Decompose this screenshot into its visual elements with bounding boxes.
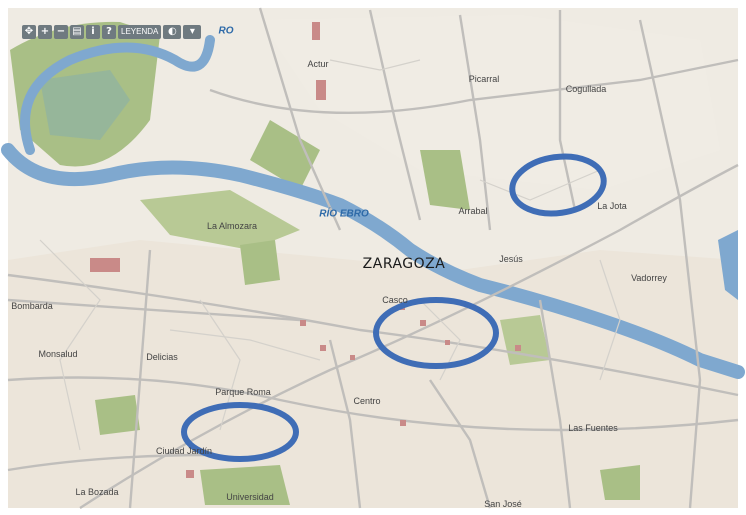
place-label-la-almozara: La Almozara [206,221,258,231]
highlight-markers [181,153,607,462]
place-label-arrabal: Arrabal [458,206,488,216]
place-label-vadorrey: Vadorrey [631,273,667,283]
river-label-rio-ebro-top: RO [218,25,234,37]
highlight-la-jota [509,153,607,217]
print-icon[interactable]: ▤ [70,25,84,39]
place-label-delicias: Delicias [146,352,178,362]
urban-area-north [260,15,720,190]
park-area [420,150,470,210]
place-label-cogullada: Cogullada [565,84,607,94]
place-label-la-bozada: La Bozada [75,487,119,497]
road-network [7,7,739,510]
river-east [718,230,738,300]
place-label-zaragoza: ZARAGOZA [362,256,446,272]
place-label-actur: Actur [307,59,329,69]
place-label-casco: Casco [382,295,408,305]
park-area [250,120,320,190]
river-ebro [1,143,745,379]
place-label-parque-roma: Parque Roma [215,387,271,397]
park-area [240,240,280,285]
place-label-jesus: Jesús [499,254,523,264]
park-area [600,465,640,500]
highlight-ciudad-jardin [181,402,299,462]
dropdown-icon[interactable]: ▾ [183,25,202,39]
river-ebro-loop [20,35,215,155]
help-icon[interactable]: ? [102,25,116,39]
river-label-rio-ebro: RÍO EBRO [319,208,369,220]
place-label-ciudad-jardin: Ciudad Jardín [155,446,213,456]
map-toolbar: ✥ + − ▤ i ? LEYENDA ◐ ▾ [22,25,202,39]
highlight-casco [373,297,499,369]
place-label-centro: Centro [353,396,381,406]
place-label-las-fuentes: Las Fuentes [568,423,618,433]
place-label-bombarda: Bombarda [11,301,53,311]
park-area [95,395,140,435]
pan-icon[interactable]: ✥ [22,25,36,39]
info-icon[interactable]: i [86,25,100,39]
place-label-monsalud: Monsalud [38,349,78,359]
zoom-out-icon[interactable]: − [54,25,68,39]
park-area [140,190,300,250]
layers-icon[interactable]: ◐ [163,25,182,39]
minor-roads [39,59,621,451]
place-label-picarral: Picarral [468,74,500,84]
zoom-in-icon[interactable]: + [38,25,52,39]
place-label-la-jota: La Jota [597,201,627,211]
place-label-universidad: Universidad [226,492,274,502]
place-label-san-jose: San José [484,499,522,509]
legend-button[interactable]: LEYENDA [118,25,162,39]
park-area [200,465,290,505]
park-area [40,70,130,140]
